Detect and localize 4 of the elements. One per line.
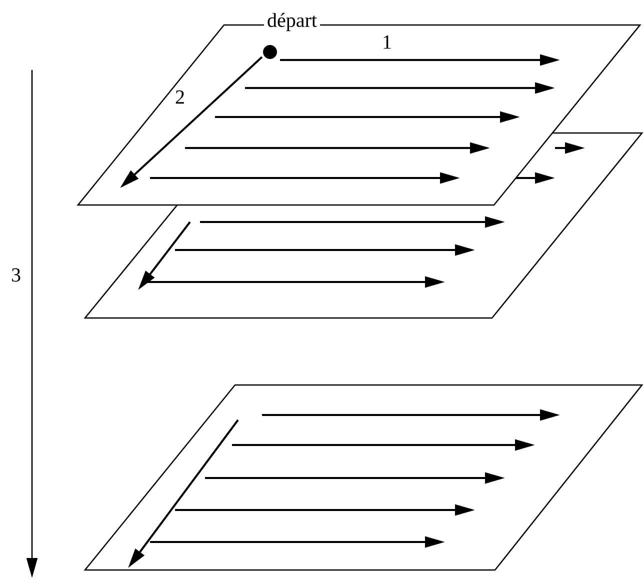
label: départ: [264, 10, 320, 34]
label: 2: [176, 90, 184, 104]
label: 1: [384, 35, 391, 49]
label: 3: [12, 268, 20, 282]
